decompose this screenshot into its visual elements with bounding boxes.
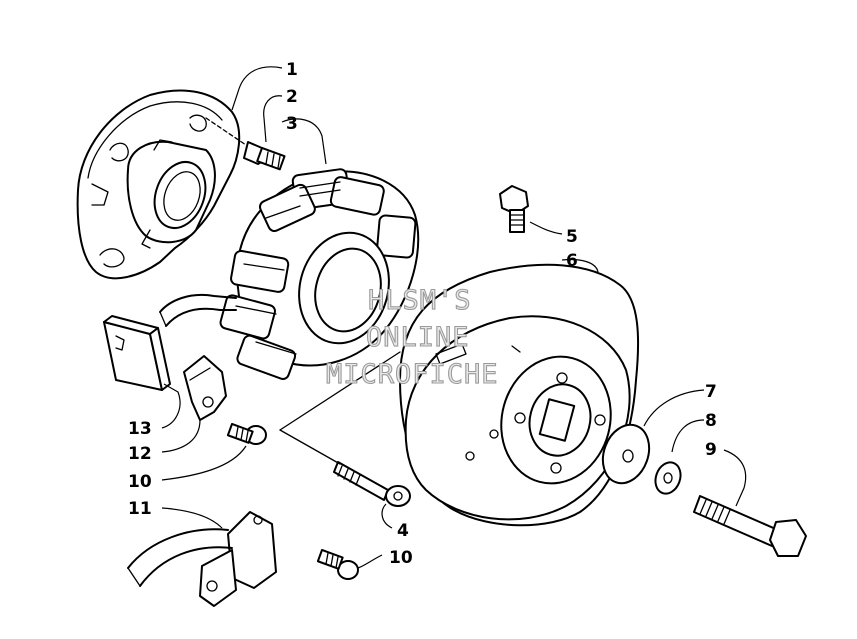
flywheel-nut-bolt bbox=[693, 495, 807, 557]
callout-4: 4 bbox=[397, 521, 409, 541]
callout-13: 13 bbox=[128, 419, 152, 439]
callout-3: 3 bbox=[286, 114, 298, 134]
callout-1: 1 bbox=[286, 60, 298, 80]
stator-coil-assembly bbox=[159, 168, 420, 380]
watermark-line-1: HLSM'S bbox=[368, 285, 472, 316]
callout-2: 2 bbox=[286, 87, 298, 107]
callout-8: 8 bbox=[705, 411, 717, 431]
callout-7: 7 bbox=[705, 382, 717, 402]
watermark-line-3: MICROFICHE bbox=[326, 359, 499, 390]
washer-7 bbox=[601, 423, 651, 485]
watermark-line-2: ONLINE bbox=[366, 322, 470, 353]
callout-5: 5 bbox=[566, 227, 578, 247]
leader-lines bbox=[161, 66, 747, 569]
callout-10-lower: 10 bbox=[389, 548, 413, 568]
callout-labels: 1 2 3 4 5 6 7 8 9 10 10 11 12 13 bbox=[128, 60, 717, 568]
callout-6: 6 bbox=[566, 251, 578, 271]
callout-10-upper: 10 bbox=[128, 472, 152, 492]
callout-11: 11 bbox=[128, 499, 152, 519]
lock-washer-8 bbox=[654, 461, 682, 495]
small-screw-lower bbox=[316, 549, 359, 580]
flywheel-bolt bbox=[499, 185, 529, 233]
callout-9: 9 bbox=[705, 440, 717, 460]
flywheel bbox=[399, 263, 640, 527]
watermark: HLSM'S ONLINE MICROFICHE bbox=[325, 284, 499, 390]
cover-plate bbox=[103, 315, 171, 391]
pickup-coil bbox=[127, 511, 277, 607]
bracket bbox=[183, 355, 227, 421]
screw bbox=[205, 117, 286, 171]
callout-12: 12 bbox=[128, 444, 152, 464]
stator-plate bbox=[76, 89, 241, 280]
stator-bolt bbox=[279, 351, 411, 507]
small-screw-upper bbox=[226, 423, 267, 445]
